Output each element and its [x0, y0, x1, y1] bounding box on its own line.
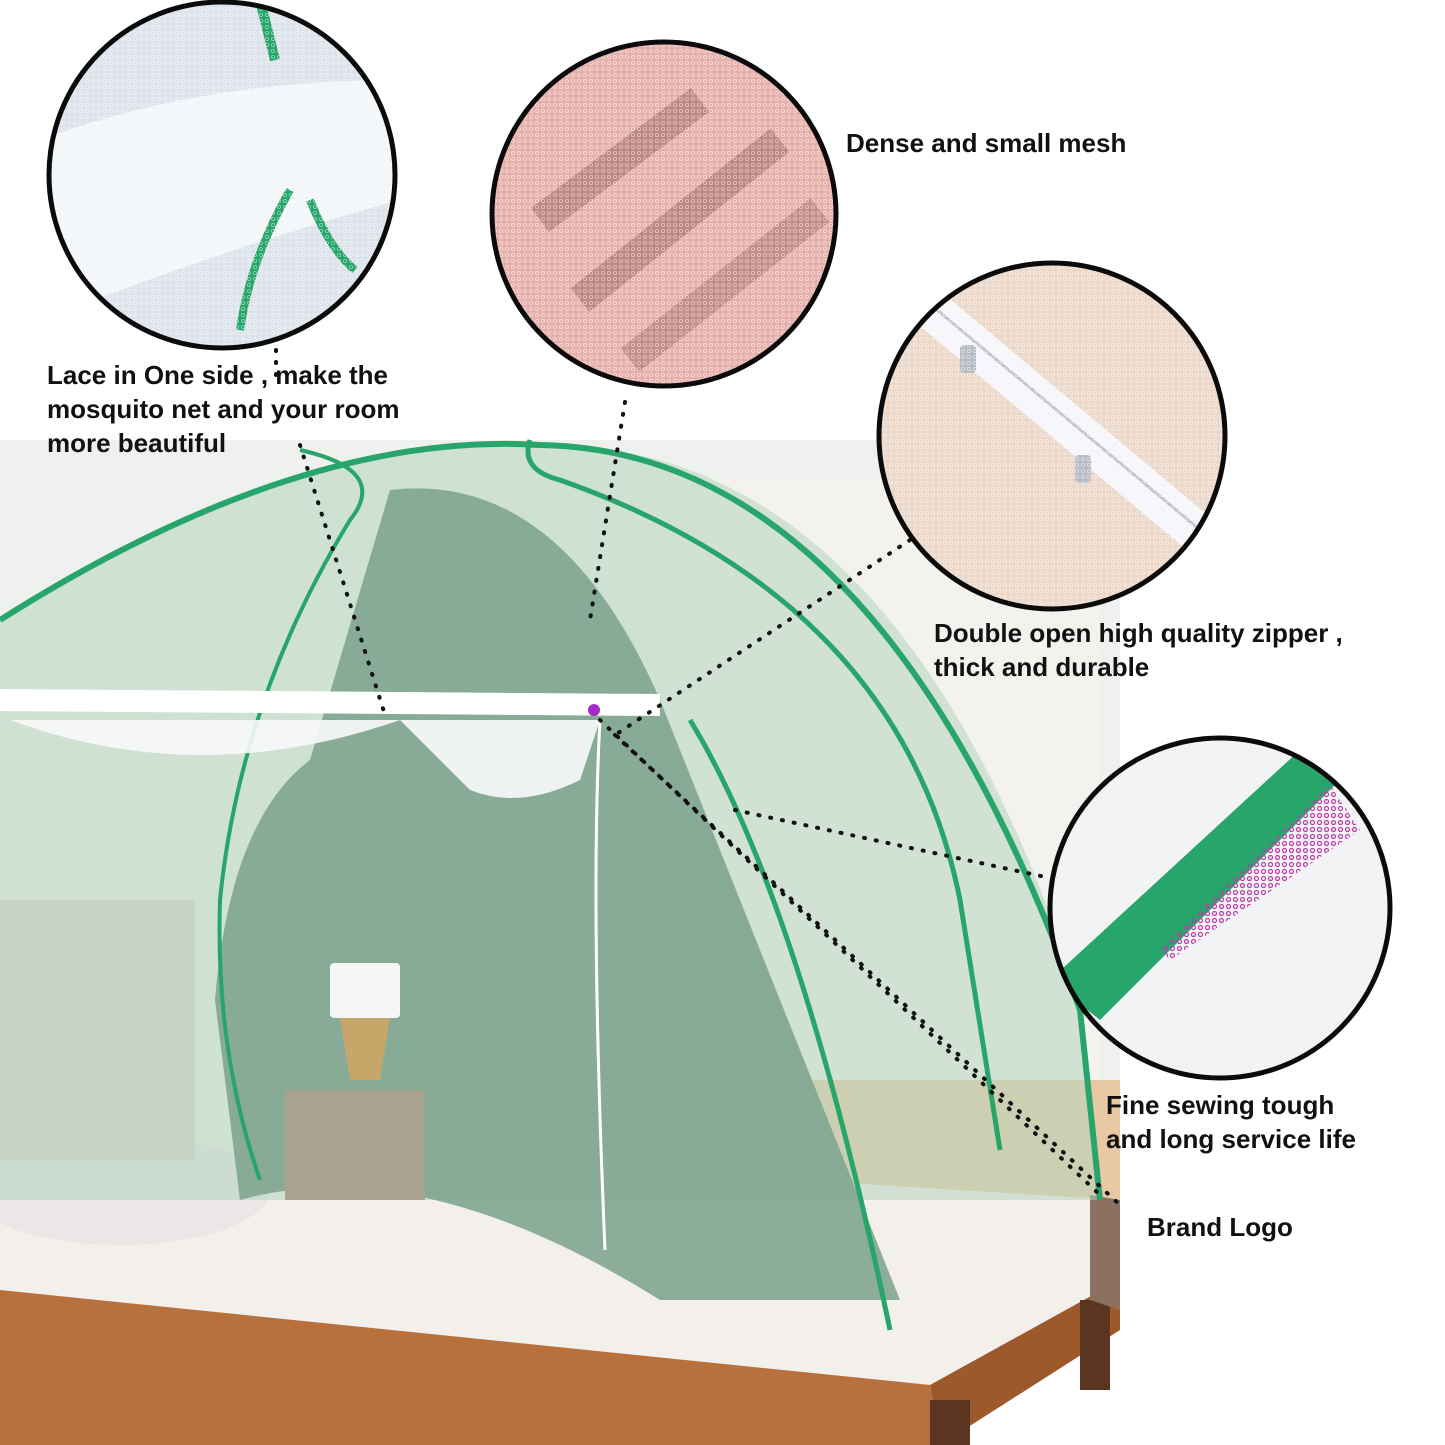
brand-logo-badge — [588, 704, 600, 716]
lace-label-line-2: mosquito net and your room — [47, 394, 400, 424]
zipper-label-line-1: Double open high quality zipper , — [934, 618, 1343, 648]
sewing-label-line-1: Fine sewing tough — [1106, 1090, 1335, 1120]
mesh-closeup — [489, 39, 839, 389]
sewing-callout-label: Fine sewing tough and long service life — [1106, 1088, 1356, 1156]
mesh-callout-label: Dense and small mesh — [846, 126, 1126, 160]
sewing-closeup — [1047, 735, 1393, 1081]
sewing-label-line-2: and long service life — [1106, 1124, 1356, 1154]
brand-logo-callout-label: Brand Logo — [1147, 1210, 1293, 1244]
leader-lines — [274, 348, 1122, 1207]
lace-label-line-1: Lace in One side , make the — [47, 360, 389, 390]
lace-closeup — [46, 0, 398, 351]
zipper-label-line-2: thick and durable — [934, 652, 1150, 682]
zipper-callout-label: Double open high quality zipper , thick … — [934, 616, 1343, 684]
brand-logo-label-line-1: Brand Logo — [1147, 1212, 1293, 1242]
net-dome — [0, 439, 1103, 1331]
lace-label-line-3: more beautiful — [47, 428, 227, 458]
zipper-closeup — [876, 260, 1228, 612]
mesh-label-line-1: Dense and small mesh — [846, 128, 1127, 158]
lace-callout-label: Lace in One side , make the mosquito net… — [47, 358, 399, 460]
